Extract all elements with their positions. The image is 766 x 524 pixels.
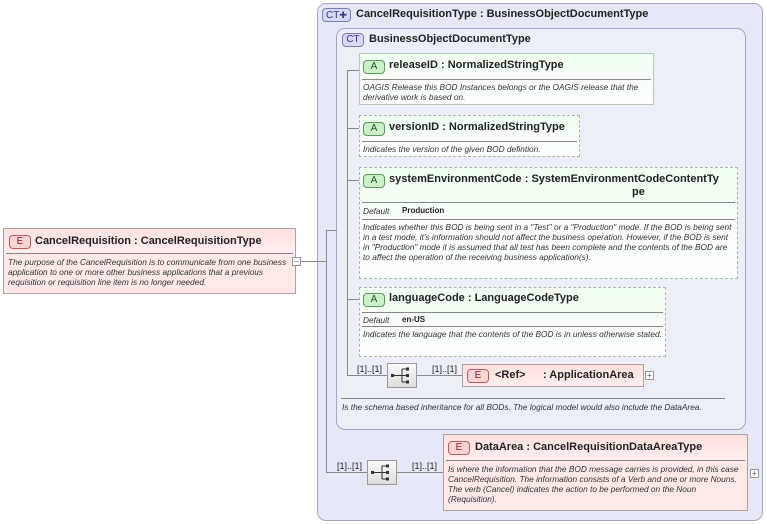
attribute-title: languageCode : LanguageCodeType [389,292,579,304]
complex-type-icon: CT [342,33,364,47]
attribute-type: : NormalizedStringType [442,121,565,133]
separator [362,202,735,203]
attribute-name: languageCode [389,292,465,304]
outer-type-title: CancelRequisitionType : BusinessObjectDo… [356,8,648,20]
separator [362,141,577,142]
connector-tick [347,128,360,129]
outer-type-base: : BusinessObjectDocumentType [479,8,649,20]
separator [362,79,651,80]
root-connector-line [301,261,327,262]
element-icon: E [9,235,31,249]
default-label: Default [363,315,390,325]
attribute-doc: Indicates the language that the contents… [363,329,662,339]
element-ref-label: <Ref> [495,369,526,381]
connector-tick [347,70,360,71]
collapse-minus-icon[interactable]: – [292,257,301,266]
sequence-cardinality: [1]..[1] [337,461,363,471]
attribute-doc: Indicates the version of the given BOD d… [363,144,541,154]
attribute-title: releaseID : NormalizedStringType [389,59,564,71]
attribute-icon: A [363,122,385,136]
cancel-requisition-element[interactable]: E CancelRequisition : CancelRequisitionT… [3,228,296,294]
inner-type-name: BusinessObjectDocumentType [369,33,531,45]
attribute-title: systemEnvironmentCode : SystemEnvironmen… [389,173,719,185]
attribute-icon: A [363,293,385,307]
data-area-element[interactable]: E DataArea : CancelRequisitionDataAreaTy… [443,434,748,511]
outer-type-name: CancelRequisitionType [356,8,477,20]
separator [362,326,663,327]
attribute-doc: Indicates whether this BOD is being sent… [363,222,732,262]
complex-type-extension-icon: CT✚ [322,8,351,22]
separator [362,312,663,313]
root-element-title: CancelRequisition : CancelRequisitionTyp… [35,235,262,247]
sequence-connector-line [347,375,387,376]
application-area-element[interactable]: E <Ref> : ApplicationArea [462,364,644,387]
attribute-type: : NormalizedStringType [441,59,564,71]
root-element-doc: The purpose of the CancelRequisition is … [8,257,287,287]
data-area-connector-line [326,472,368,473]
sequence-compositor-icon[interactable] [387,363,417,388]
attribute-connector-line [347,70,348,375]
attribute-icon: A [363,174,385,188]
element-ref-name: : ApplicationArea [543,369,634,381]
attribute-icon: A [363,60,385,74]
data-area-title: DataArea : CancelRequisitionDataAreaType [475,441,702,453]
separator [6,253,293,254]
sequence-cardinality: [1]..[1] [357,364,383,374]
separator [446,460,745,461]
element-icon: E [467,369,489,383]
attribute-system-environment-code[interactable]: A systemEnvironmentCode : SystemEnvironm… [359,167,738,279]
attribute-release-id[interactable]: A releaseID : NormalizedStringType OAGIS… [359,53,654,105]
sequence-compositor-icon[interactable] [367,460,397,485]
data-area-type: : CancelRequisitionDataAreaType [526,441,703,453]
element-cardinality: [1]..[1] [432,364,458,374]
expand-plus-icon[interactable]: + [750,469,759,478]
attribute-language-code[interactable]: A languageCode : LanguageCodeType Defaul… [359,287,666,357]
attribute-title: versionID : NormalizedStringType [389,121,565,133]
root-element-type: : CancelRequisitionType [134,235,262,247]
element-connector-line [397,472,443,473]
data-area-doc: Is where the information that the BOD me… [448,464,739,504]
default-label: Default [363,206,390,216]
separator [341,398,725,399]
expand-plus-icon[interactable]: + [645,371,654,380]
attribute-version-id[interactable]: A versionID : NormalizedStringType Indic… [359,115,580,157]
attribute-type-continued: pe [632,186,645,198]
attribute-type: : SystemEnvironmentCodeContentTy [524,173,719,185]
element-cardinality: [1]..[1] [412,461,438,471]
attribute-type: : LanguageCodeType [467,292,579,304]
attribute-name: versionID [389,121,440,133]
element-icon: E [448,441,470,455]
connector-tick [347,180,360,181]
element-connector-line [417,375,462,376]
default-value: Production [402,206,445,215]
default-value: en-US [402,315,426,324]
root-vertical-connector [326,230,327,473]
inner-type-doc: Is the schema based inheritance for all … [342,402,702,412]
separator [362,219,735,220]
connector-tick [347,299,360,300]
root-element-name: CancelRequisition [35,235,131,247]
data-area-name: DataArea [475,441,524,453]
attribute-name: releaseID [389,59,438,71]
attribute-name: systemEnvironmentCode [389,173,522,185]
connector-tick [326,230,337,231]
attribute-doc: OAGIS Release this BOD Instances belongs… [363,82,639,102]
